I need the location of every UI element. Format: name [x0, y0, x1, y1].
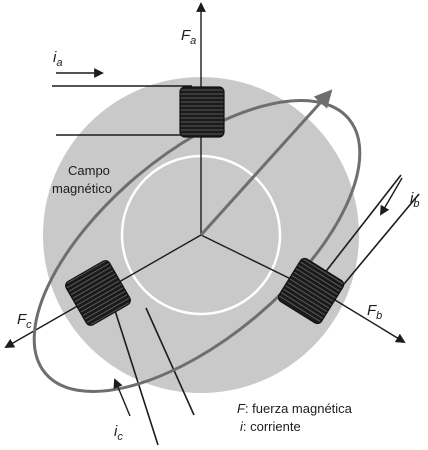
field-direction-arrow	[199, 89, 333, 237]
field-label-line2: magnético	[52, 181, 112, 196]
current-b-label: ib	[410, 190, 419, 210]
current-c-arrow	[113, 378, 131, 417]
legend-force: F: fuerza magnética	[237, 401, 353, 416]
y-junction-c	[111, 234, 202, 287]
coil-c-lead-2	[145, 307, 195, 416]
current-b-arrow	[380, 177, 403, 216]
force-a-label: Fa	[181, 27, 196, 47]
rotating-field-ellipse	[32, 99, 362, 393]
force-b-label: Fb	[367, 302, 382, 322]
legend-current: i: corriente	[240, 419, 301, 434]
coil-a	[179, 86, 225, 138]
coil-b-lead-1	[319, 174, 402, 280]
field-label-line1: Campo	[68, 163, 110, 178]
current-c-label: ic	[114, 423, 123, 443]
coil-b	[277, 257, 345, 325]
coil-b-lead-2	[338, 193, 420, 291]
coil-c	[65, 260, 131, 326]
coil-c-lead-1	[110, 297, 159, 446]
force-b-arrow	[334, 299, 406, 344]
y-junction-b	[200, 234, 298, 283]
force-c-label: Fc	[17, 311, 32, 331]
current-a-label: ia	[53, 49, 62, 69]
force-c-arrow	[4, 299, 89, 348]
